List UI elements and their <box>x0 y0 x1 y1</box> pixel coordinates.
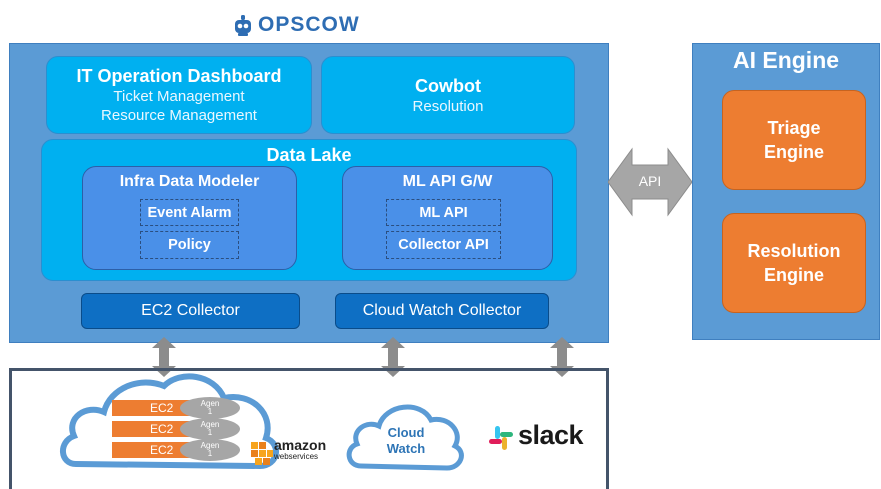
connector-arrow-cloudwatch <box>381 337 405 377</box>
aws-smile-icon <box>251 442 273 465</box>
cloudwatch-label: Cloud Watch <box>378 424 434 458</box>
api-label: API <box>638 173 662 189</box>
dashboard-line-resource: Resource Management <box>101 107 257 124</box>
dashboard-line-ticket: Ticket Management <box>113 88 245 105</box>
aws-subtext: webservices <box>274 452 319 461</box>
ec2-label: EC2 <box>150 422 174 436</box>
resolution-engine-line2: Engine <box>763 265 824 285</box>
triage-engine: Triage Engine <box>722 90 866 190</box>
data-lake-title: Data Lake <box>266 145 352 165</box>
agent-pill: Agen 1 <box>180 397 240 419</box>
agent-pill: Agen 1 <box>180 418 240 440</box>
slack-wordmark: slack <box>518 420 584 450</box>
agent-label: Agen <box>200 399 220 408</box>
bidirectional-arrow-icon <box>608 147 692 217</box>
api-arrow <box>608 147 692 217</box>
aws-logo: amazon webservices <box>274 438 334 470</box>
cowbot-subtitle: Resolution <box>412 97 484 115</box>
cloudwatch-line2: Watch <box>386 441 426 456</box>
triage-engine-line1: Triage <box>767 118 821 138</box>
triage-engine-line2: Engine <box>763 142 824 162</box>
robot-logo-icon <box>235 15 251 36</box>
resolution-engine: Resolution Engine <box>722 213 866 313</box>
ai-engine-title: AI Engine <box>732 46 840 73</box>
agent-pill: Agen 1 <box>180 439 240 461</box>
cowbot-box: Cowbot Resolution <box>321 56 575 134</box>
connector-arrow-ec2 <box>152 337 176 377</box>
bidirectional-arrow-icon <box>550 337 574 377</box>
policy-box: Policy <box>140 231 239 259</box>
bidirectional-arrow-icon <box>152 337 176 377</box>
agent-number: 1 <box>207 428 213 437</box>
collector-api-box: Collector API <box>386 231 501 259</box>
resolution-engine-line1: Resolution <box>747 241 841 261</box>
data-sources-frame <box>9 368 609 489</box>
it-operation-dashboard: IT Operation Dashboard Ticket Management… <box>46 56 312 134</box>
agent-number: 1 <box>207 407 213 416</box>
brand-name: OPSCOW <box>258 13 360 36</box>
ml-api-gateway-title: ML API G/W <box>402 173 493 190</box>
event-alarm-box: Event Alarm <box>140 199 239 226</box>
opscow-logo: OPSCOW <box>232 10 360 40</box>
agent-label: Agen <box>200 441 220 450</box>
agent-number: 1 <box>207 449 213 458</box>
cloudwatch-cloud-icon <box>346 404 464 471</box>
cowbot-title: Cowbot <box>415 75 481 96</box>
ec2-label: EC2 <box>150 443 174 457</box>
aws-word: amazon <box>274 437 327 453</box>
ec2-label: EC2 <box>150 401 174 415</box>
cloud-watch-collector: Cloud Watch Collector <box>335 293 549 329</box>
dashboard-title: IT Operation Dashboard <box>76 66 282 86</box>
ml-api-box: ML API <box>386 199 501 226</box>
connector-arrow-slack <box>550 337 574 377</box>
slack-hash-icon <box>489 426 513 450</box>
cloudwatch-line1: Cloud <box>387 425 425 440</box>
infra-data-modeler-title: Infra Data Modeler <box>119 173 260 190</box>
bidirectional-arrow-icon <box>381 337 405 377</box>
ec2-collector: EC2 Collector <box>81 293 300 329</box>
agent-label: Agen <box>200 420 220 429</box>
